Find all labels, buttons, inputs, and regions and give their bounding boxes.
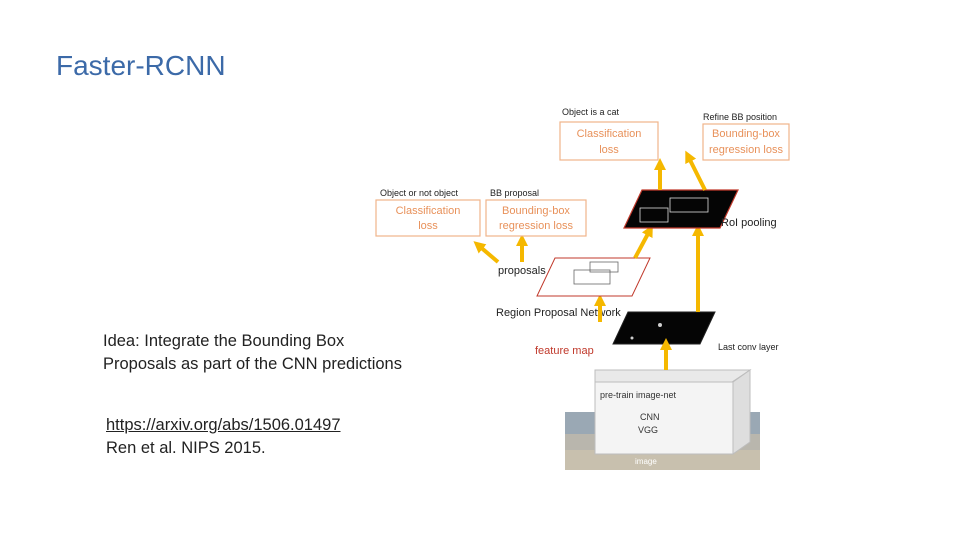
roi-box [669, 197, 709, 213]
top-bbox-loss-line1: Bounding-box [712, 128, 780, 140]
top-bbox-loss-box [702, 123, 790, 161]
last-conv-layer-label: Last conv layer [718, 342, 779, 352]
top-bbox-loss-line2: regression loss [709, 144, 783, 156]
rpn-cls-loss-line2: loss [418, 220, 438, 232]
top-left-caption: Object is a cat [562, 107, 620, 117]
arrow-to-top-bbox-loss [685, 150, 707, 191]
proposal-box [573, 269, 611, 285]
image-label: image [635, 457, 657, 466]
feature-map-layer [612, 311, 716, 345]
reference-block: https://arxiv.org/abs/1506.01497 Ren et … [106, 414, 341, 460]
top-right-caption: Refine BB position [703, 112, 777, 122]
feature-map-dot [658, 323, 662, 327]
rpn-label: Region Proposal Network [496, 307, 621, 319]
cnn-label: CNN [640, 412, 660, 422]
top-cls-loss-box [559, 121, 659, 161]
rpn-bbox-loss-line2: regression loss [499, 220, 573, 232]
idea-text: Idea: Integrate the Bounding Box Proposa… [103, 332, 402, 373]
cnn-box-top [594, 369, 752, 383]
rpn-bbox-loss-line1: Bounding-box [502, 205, 570, 217]
cnn-box-front [594, 381, 734, 455]
vgg-label: VGG [638, 425, 658, 435]
feature-map-dot [630, 336, 634, 340]
rpn-cls-loss-line1: Classification [396, 205, 461, 217]
feature-map-label: feature map [535, 345, 594, 357]
roi-box [639, 207, 669, 223]
input-image-ground [565, 450, 760, 470]
arrow-proposals-to-roipool [633, 224, 653, 259]
rpn-left-caption: Object or not object [380, 188, 459, 198]
arrow-to-rpn-cls-loss [473, 241, 500, 264]
rpn-bbox-loss-box [485, 199, 587, 237]
proposals-label: proposals [498, 265, 546, 277]
top-cls-loss-line2: loss [599, 144, 619, 156]
top-cls-loss-line1: Classification [577, 128, 642, 140]
proposal-box [589, 261, 619, 273]
rpn-right-caption: BB proposal [490, 188, 539, 198]
rpn-cls-loss-box [375, 199, 481, 237]
slide-title: Faster-RCNN [56, 50, 226, 81]
arxiv-link[interactable]: https://arxiv.org/abs/1506.01497 [106, 416, 341, 434]
roi-pooling-layer [623, 189, 739, 229]
cnn-box-side [732, 369, 751, 455]
faster-rcnn-diagram: pre-train image-net CNN VGG image featur… [375, 107, 790, 470]
proposals-plane [536, 257, 651, 297]
roi-pooling-label: RoI pooling [721, 217, 777, 229]
pretrain-label: pre-train image-net [600, 390, 677, 400]
citation-text: Ren et al. NIPS 2015. [106, 439, 266, 457]
